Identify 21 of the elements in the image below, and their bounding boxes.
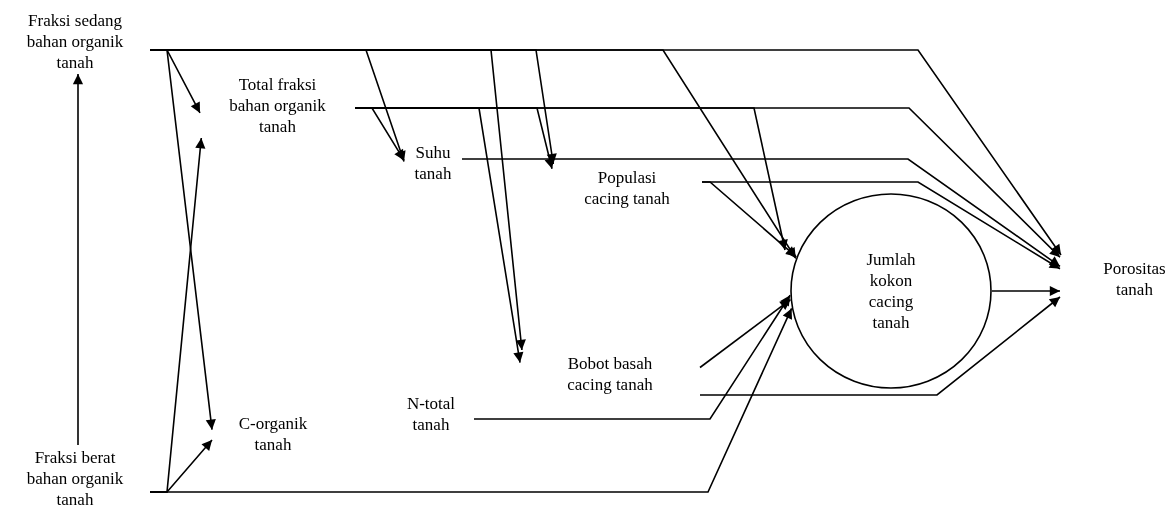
arrow	[149, 49, 1062, 256]
node-label: Jumlah kokon cacing tanah	[865, 249, 917, 333]
ellipse-node	[790, 193, 992, 389]
arrow	[473, 294, 791, 420]
variable-label: Fraksi sedang bahan organik tanah	[0, 8, 150, 74]
variable-label: Fraksi berat bahan organik tanah	[0, 445, 150, 511]
variable-label: Bobot basah cacing tanah	[520, 350, 700, 398]
arrow	[699, 298, 792, 369]
arrow	[354, 107, 1061, 258]
variable-label: Total fraksi bahan organik tanah	[200, 72, 355, 138]
arrow	[699, 296, 1061, 396]
arrow	[701, 181, 1061, 270]
arrow	[461, 158, 1061, 268]
arrow	[149, 439, 213, 493]
variable-label: N-total tanah	[388, 390, 474, 438]
variable-label: C-organik tanah	[212, 410, 334, 458]
variable-label: Populasi cacing tanah	[552, 164, 702, 212]
variable-label: Suhu tanah	[404, 140, 462, 186]
arrow	[72, 73, 84, 446]
variable-label: Porositas tanah	[1060, 255, 1171, 303]
arrow	[991, 285, 1061, 297]
